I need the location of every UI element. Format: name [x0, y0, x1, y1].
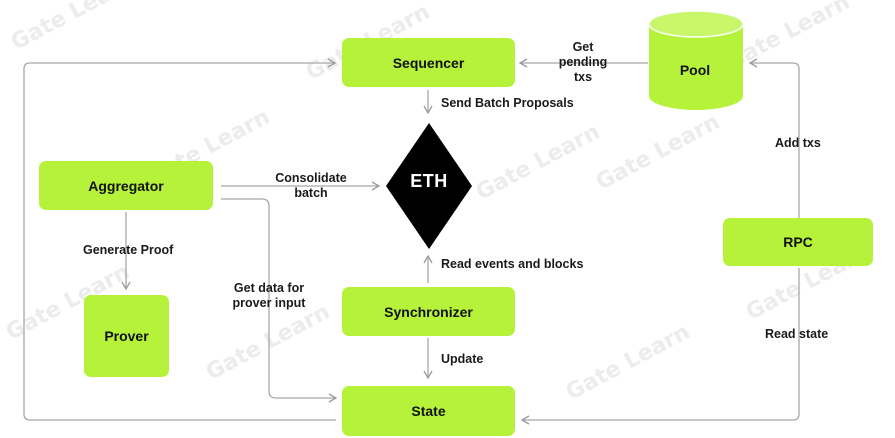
- edge-label-add-txs: Add txs: [775, 136, 821, 150]
- edge-label-send-batch-proposals: Send Batch Proposals: [441, 96, 574, 110]
- edge-loop-to-sequencer: [23, 58, 337, 421]
- edge-rpc-to-state: [520, 268, 800, 425]
- synchronizer-node[interactable]: Synchronizer: [342, 287, 515, 336]
- edge-label-get-data-for-prover-input: Get data for prover input: [232, 281, 306, 310]
- edge-label-read-state: Read state: [765, 327, 829, 341]
- state-node[interactable]: State: [342, 386, 515, 436]
- eth-label: ETH: [410, 171, 448, 191]
- edge-label-read-events-and-blocks: Read events and blocks: [441, 257, 584, 271]
- edge-aggregator-to-state: [221, 198, 338, 403]
- edge-label-get-pending-txs: Get pending txs: [558, 40, 608, 84]
- eth-diamond[interactable]: [386, 123, 472, 249]
- prover-node[interactable]: Prover: [84, 295, 169, 377]
- pool-label: Pool: [679, 62, 711, 78]
- rpc-node[interactable]: RPC: [723, 218, 873, 266]
- pool-cylinder[interactable]: [648, 10, 744, 114]
- edge-rpc-to-pool: [748, 58, 800, 218]
- edge-label-consolidate-batch: Consolidate batch: [275, 171, 347, 200]
- edge-label-update: Update: [441, 352, 484, 366]
- aggregator-node[interactable]: Aggregator: [39, 161, 213, 210]
- edge-label-generate-proof: Generate Proof: [83, 243, 174, 257]
- sequencer-node[interactable]: Sequencer: [342, 38, 515, 87]
